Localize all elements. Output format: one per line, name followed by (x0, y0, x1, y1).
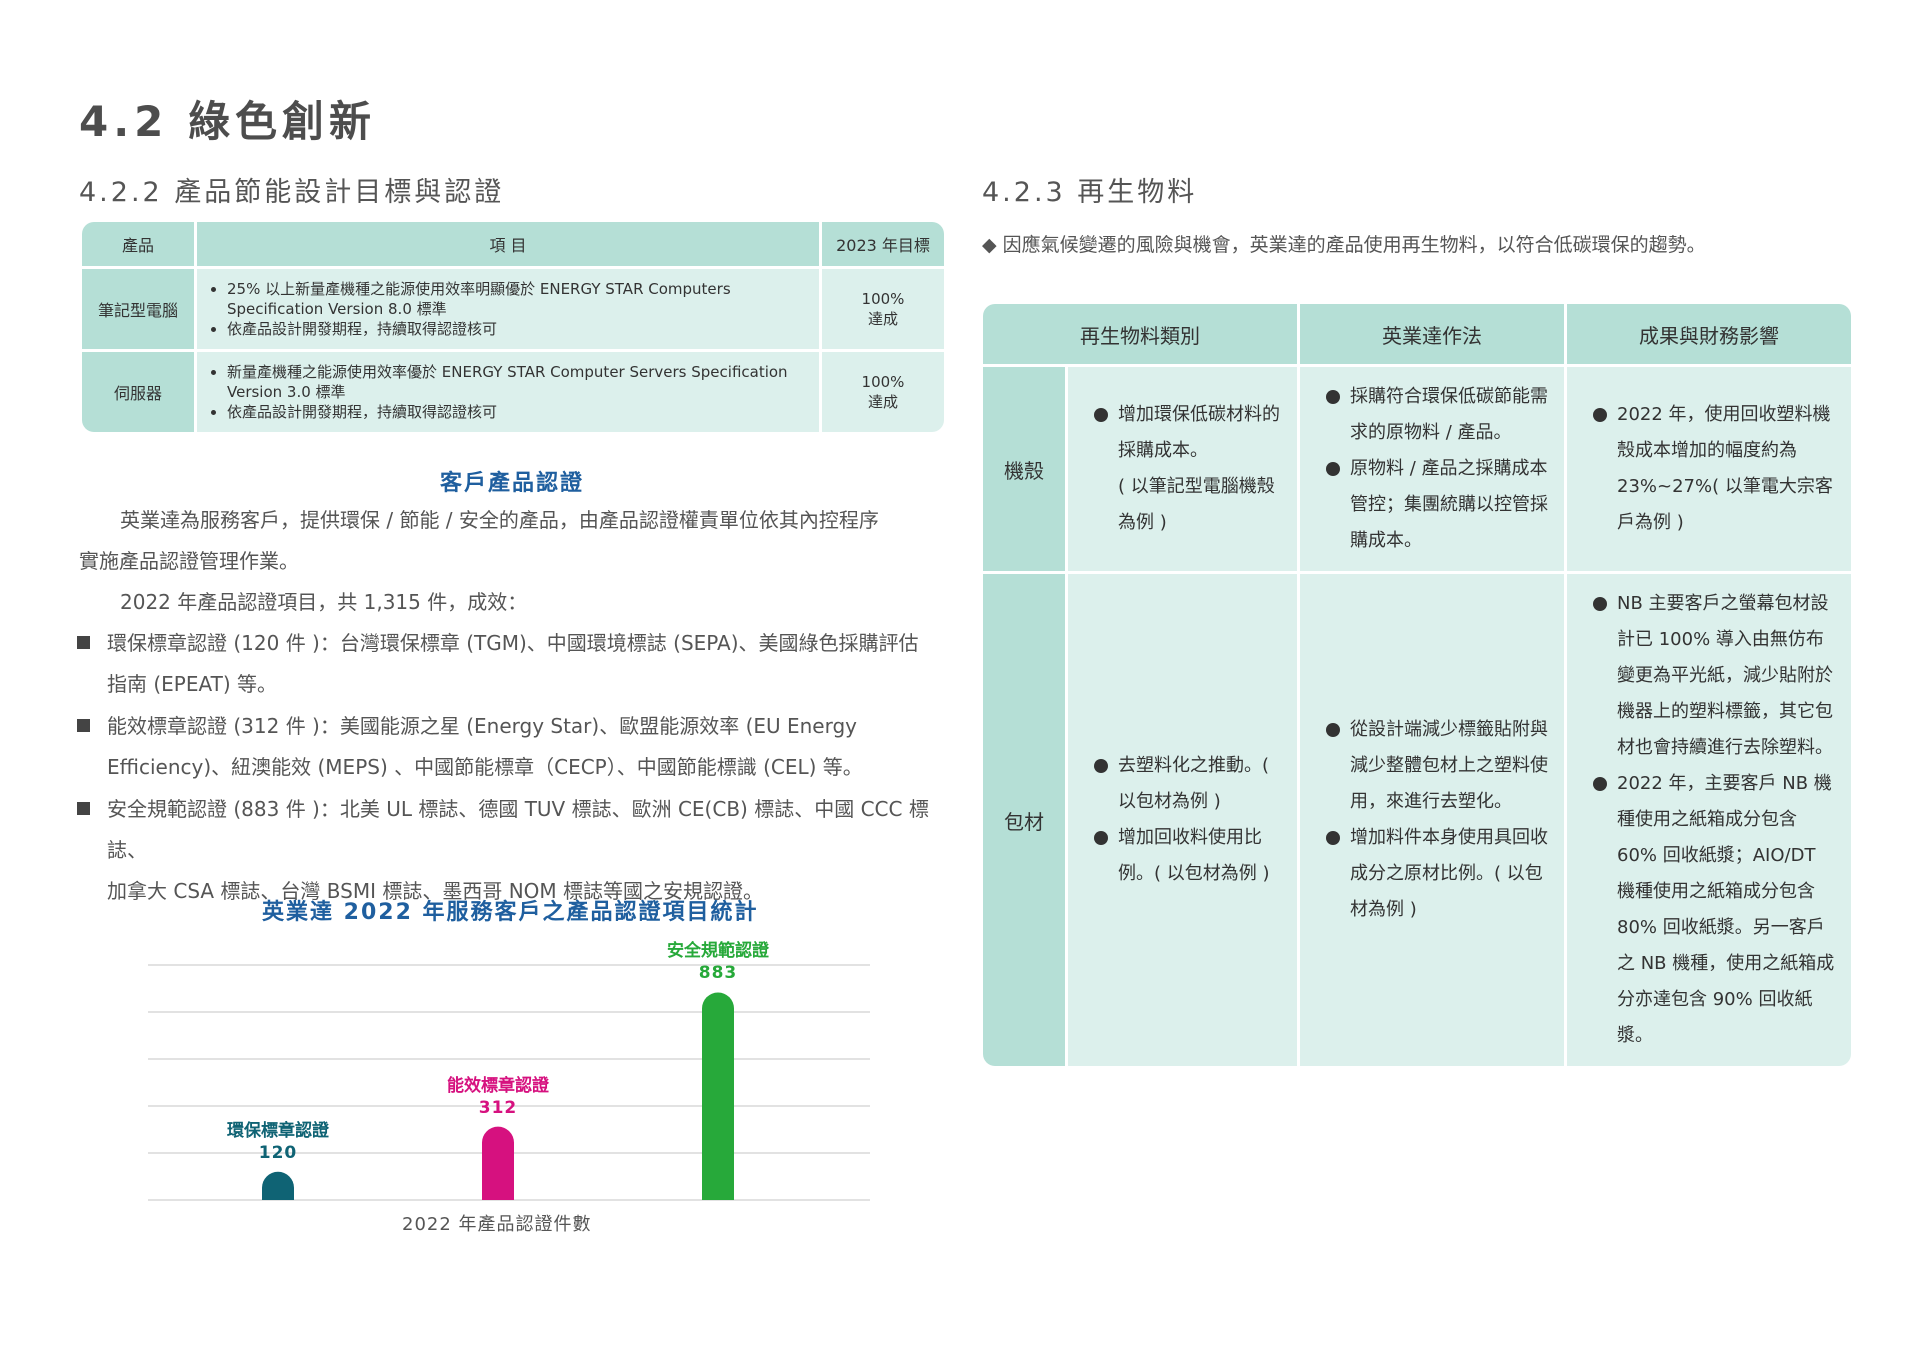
list-item: 新量產機種之能源使用效率優於 ENERGY STAR Computer Serv… (227, 362, 807, 402)
bullet-dot-icon (1094, 831, 1108, 845)
bullet-dot-icon (1593, 597, 1607, 611)
list-item: 去塑料化之推動。( 以包材為例 ) (1086, 748, 1281, 820)
cert-bullet-energy: 能效標章認證 (312 件 )：美國能源之星 (Energy Star)、歐盟能… (77, 706, 957, 788)
header-approach: 英業達作法 (1297, 304, 1564, 364)
header-result: 成果與財務影響 (1564, 304, 1851, 364)
list-item: 2022 年，使用回收塑料機殼成本增加的幅度約為23%~27%( 以筆電大宗客戶… (1585, 397, 1835, 541)
table-row: 包材 去塑料化之推動。( 以包材為例 ) 增加回收料使用比例。( 以包材為例 )… (983, 571, 1851, 1066)
page-title: 4.2 綠色創新 (79, 97, 377, 146)
table-row: 機殼 增加環保低碳材料的採購成本。 ( 以筆記型電腦機殼為例 ) 採購符合環保低… (983, 364, 1851, 571)
bullet-dot-icon (1094, 759, 1108, 773)
cell-col3: NB 主要客戶之螢幕包材設計已 100% 導入由無仿布變更為平光紙，減少貼附於機… (1564, 571, 1851, 1066)
cert-bullet-eco: 環保標章認證 (120 件 )：台灣環保標章 (TGM)、中國環境標誌 (SEP… (77, 623, 957, 705)
chart-xlabel: 2022 年產品認證件數 (402, 1214, 592, 1235)
cert-bar-chart (148, 964, 870, 1201)
row-target: 100% 達成 (819, 349, 944, 432)
bullet-dot-icon (1326, 390, 1340, 404)
recycled-intro: ◆ 因應氣候變遷的風險與機會，英業達的產品使用再生物料，以符合低碳環保的趨勢。 (982, 234, 1706, 256)
bar-value-label: 120 (258, 1142, 298, 1163)
list-item: 增加環保低碳材料的採購成本。 ( 以筆記型電腦機殼為例 ) (1086, 397, 1281, 541)
bullet-dot-icon (1326, 462, 1340, 476)
list-item: 原物料 / 產品之採購成本管控；集團統購以控管採購成本。 (1318, 451, 1548, 559)
row-target: 100% 達成 (819, 266, 944, 349)
header-product: 產品 (82, 222, 194, 266)
list-item: 增加料件本身使用具回收成分之原材比例。( 以包材為例 ) (1318, 820, 1548, 928)
bullet-dot-icon (1326, 831, 1340, 845)
row-product: 伺服器 (82, 349, 194, 432)
cert-intro-line2: 實施產品認證管理作業。 (79, 549, 299, 573)
list-item: 25% 以上新量產機種之能源使用效率明顯優於 ENERGY STAR Compu… (227, 279, 807, 319)
list-item: 採購符合環保低碳節能需求的原物料 / 產品。 (1318, 379, 1548, 451)
row-product: 筆記型電腦 (82, 266, 194, 349)
cell-col1: 增加環保低碳材料的採購成本。 ( 以筆記型電腦機殼為例 ) (1065, 364, 1297, 571)
square-bullet-icon (77, 719, 90, 732)
list-item: 依產品設計開發期程，持續取得認證核可 (227, 319, 807, 339)
bar-category-label: 安全規範認證 (667, 941, 769, 962)
bar-value-label: 312 (478, 1097, 518, 1118)
bar-value-label: 883 (698, 963, 738, 984)
cell-col2: 從設計端減少標籤貼附與減少整體包材上之塑料使用，來進行去塑化。 增加料件本身使用… (1297, 571, 1564, 1066)
section-title-recycled: 4.2.3 再生物料 (982, 177, 1198, 208)
bar-1 (262, 1171, 294, 1200)
row-items: 新量產機種之能源使用效率優於 ENERGY STAR Computer Serv… (194, 349, 819, 432)
bar-3 (702, 992, 734, 1200)
cert-intro-line1: 英業達為服務客戶，提供環保 / 節能 / 安全的產品，由產品認證權責單位依其內控… (120, 508, 879, 532)
list-item: NB 主要客戶之螢幕包材設計已 100% 導入由無仿布變更為平光紙，減少貼附於機… (1585, 586, 1835, 766)
section-title-energy: 4.2.2 產品節能設計目標與認證 (79, 177, 505, 208)
row-category: 包材 (983, 571, 1065, 1066)
cert-bullet-safety: 安全規範認證 (883 件 )：北美 UL 標誌、德國 TUV 標誌、歐洲 CE… (77, 789, 957, 912)
cert-summary: 2022 年產品認證項目，共 1,315 件，成效： (120, 590, 528, 614)
header-items: 項 目 (194, 222, 819, 266)
table-row: 伺服器 新量產機種之能源使用效率優於 ENERGY STAR Computer … (82, 349, 944, 432)
energy-target-table: 產品 項 目 2023 年目標 筆記型電腦 25% 以上新量產機種之能源使用效率… (82, 222, 944, 432)
cell-col1: 去塑料化之推動。( 以包材為例 ) 增加回收料使用比例。( 以包材為例 ) (1065, 571, 1297, 1066)
row-category: 機殼 (983, 364, 1065, 571)
bar-category-label: 環保標章認證 (227, 1120, 329, 1141)
header-category: 再生物料類別 (983, 304, 1297, 364)
list-item: 從設計端減少標籤貼附與減少整體包材上之塑料使用，來進行去塑化。 (1318, 712, 1548, 820)
bullet-dot-icon (1094, 408, 1108, 422)
table-row: 筆記型電腦 25% 以上新量產機種之能源使用效率明顯優於 ENERGY STAR… (82, 266, 944, 349)
chart-bars (262, 992, 734, 1200)
bullet-dot-icon (1593, 777, 1607, 791)
bar-category-label: 能效標章認證 (447, 1075, 549, 1096)
list-item: 依產品設計開發期程，持續取得認證核可 (227, 402, 807, 422)
cell-col3: 2022 年，使用回收塑料機殼成本增加的幅度約為23%~27%( 以筆電大宗客戶… (1564, 364, 1851, 571)
bar-2 (482, 1126, 514, 1200)
bullet-dot-icon (1593, 408, 1607, 422)
bullet-dot-icon (1326, 723, 1340, 737)
chart-title: 英業達 2022 年服務客戶之產品認證項目統計 (262, 900, 759, 925)
cell-col2: 採購符合環保低碳節能需求的原物料 / 產品。 原物料 / 產品之採購成本管控；集… (1297, 364, 1564, 571)
header-target: 2023 年目標 (819, 222, 944, 266)
cert-heading: 客戶產品認證 (440, 471, 585, 496)
recycled-material-table: 再生物料類別 英業達作法 成果與財務影響 機殼 增加環保低碳材料的採購成本。 (… (983, 304, 1851, 1066)
list-item: 增加回收料使用比例。( 以包材為例 ) (1086, 820, 1281, 892)
row-items: 25% 以上新量產機種之能源使用效率明顯優於 ENERGY STAR Compu… (194, 266, 819, 349)
list-item: 2022 年，主要客戶 NB 機種使用之紙箱成分包含 60% 回收紙漿；AIO/… (1585, 766, 1835, 1054)
square-bullet-icon (77, 636, 90, 649)
square-bullet-icon (77, 802, 90, 815)
